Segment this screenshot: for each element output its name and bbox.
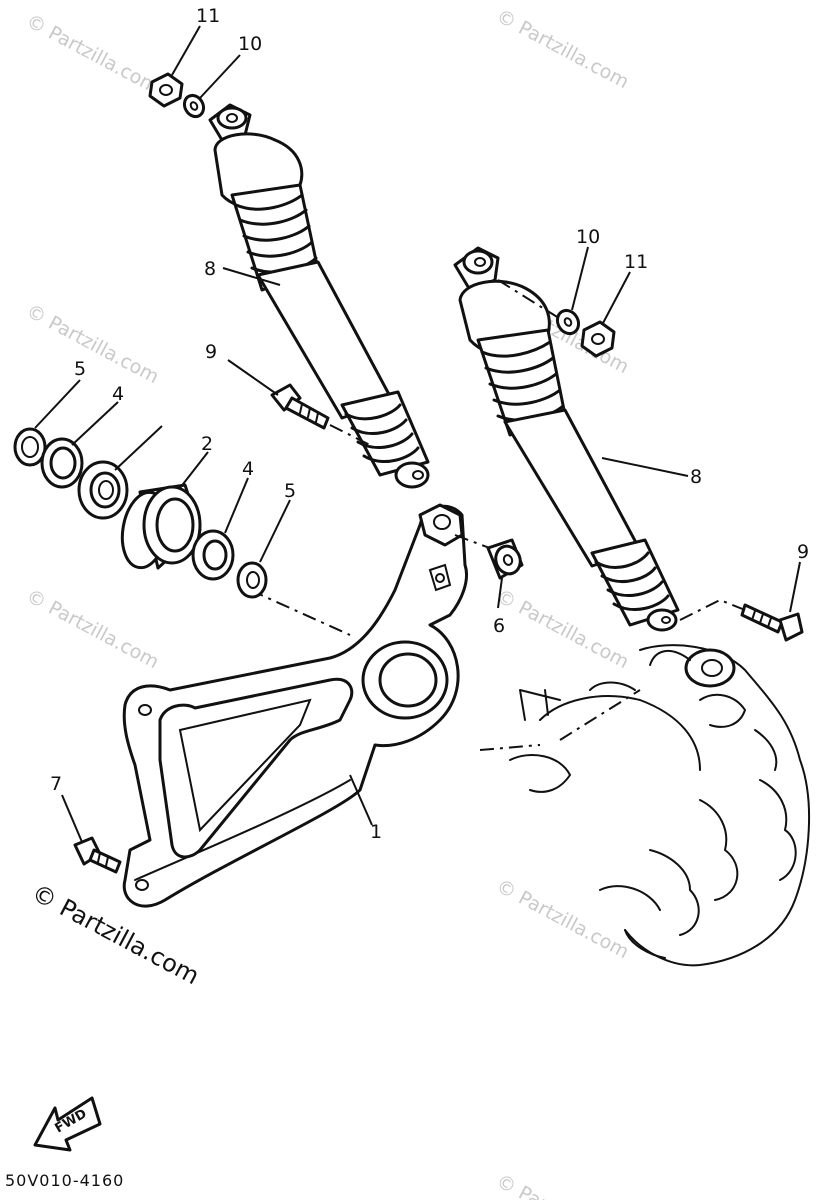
callout-2: 2 bbox=[201, 433, 213, 455]
upper-left-nut-washer bbox=[148, 72, 206, 119]
forward-arrow: FWD bbox=[33, 1096, 102, 1152]
callout-leaders bbox=[34, 25, 801, 843]
watermark: © Partzilla.com bbox=[493, 585, 633, 673]
swing-arm-bracket bbox=[122, 503, 468, 908]
callout-11: 11 bbox=[196, 5, 220, 27]
callout-4: 4 bbox=[242, 458, 254, 480]
callout-5: 5 bbox=[74, 358, 86, 380]
watermark: © Partzilla.com bbox=[493, 1170, 633, 1200]
shock-bolt-left bbox=[270, 383, 371, 446]
callout-8: 8 bbox=[690, 466, 702, 488]
engine-case bbox=[479, 644, 811, 967]
bracket-bolt bbox=[73, 836, 122, 874]
watermark: © Partzilla.com bbox=[23, 10, 163, 98]
callout-9: 9 bbox=[797, 541, 809, 563]
shock-bolt-right bbox=[679, 598, 804, 642]
callout-5: 5 bbox=[284, 480, 296, 502]
upper-right-nut-washer bbox=[497, 279, 616, 358]
watermarks: © Partzilla.com © Partzilla.com © Partzi… bbox=[23, 5, 633, 1200]
callout-4: 4 bbox=[112, 383, 124, 405]
pivot-parts bbox=[13, 427, 351, 636]
callout-11: 11 bbox=[624, 251, 648, 273]
partzilla-watermark: © Partzilla.com bbox=[27, 879, 204, 991]
callout-10: 10 bbox=[238, 33, 262, 55]
diagram-code: 50V010-4160 bbox=[5, 1171, 124, 1190]
collar bbox=[454, 534, 524, 580]
callout-9: 9 bbox=[205, 341, 217, 363]
right-shock-absorber bbox=[453, 246, 680, 632]
callout-10: 10 bbox=[576, 226, 600, 248]
watermark: © Partzilla.com bbox=[493, 5, 633, 93]
callout-8: 8 bbox=[204, 258, 216, 280]
callout-6: 6 bbox=[493, 615, 505, 637]
callout-1: 1 bbox=[370, 821, 382, 843]
callout-7: 7 bbox=[50, 773, 62, 795]
callout-labels: 11 10 8 9 5 4 2 4 5 6 7 1 10 11 8 9 bbox=[50, 5, 809, 843]
watermark: © Partzilla.com bbox=[23, 300, 163, 388]
watermark: © Partzilla.com bbox=[23, 585, 163, 673]
watermark: © Partzilla.com bbox=[493, 875, 633, 963]
left-shock-absorber bbox=[208, 103, 430, 489]
